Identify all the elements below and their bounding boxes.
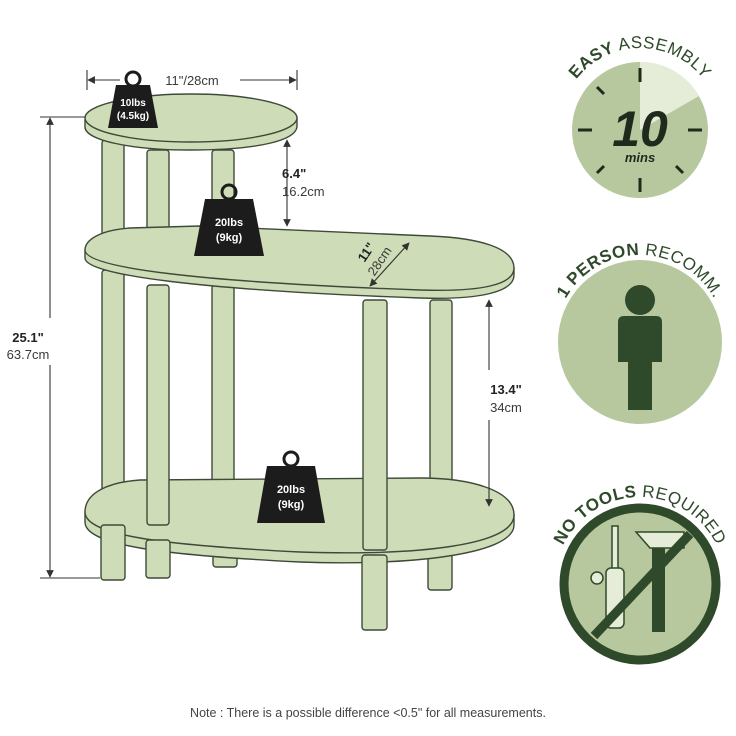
prohibited-slash-icon (590, 530, 694, 640)
weight-middle-kg: (9kg) (216, 232, 243, 244)
table-leg (101, 139, 125, 241)
table-leg (100, 524, 126, 581)
dim-lower-gap-in: 13.4" (490, 382, 521, 397)
person-icon (618, 285, 662, 410)
weight-bottom-kg: (9kg) (278, 499, 305, 511)
weight-icon: 20lbs (9kg) (194, 183, 264, 256)
table-leg (211, 284, 235, 491)
weight-middle-lbs: 20lbs (215, 217, 243, 229)
assembly-minutes: 10 (612, 101, 668, 157)
easy-assembly-badge: EASY ASSEMBLY 10 mins (565, 33, 715, 198)
weight-top-kg: (4.5kg) (117, 111, 149, 122)
weight-icon: 10lbs (4.5kg) (108, 70, 158, 128)
no-tools-badge: NO TOOLS REQUIRED (550, 482, 730, 665)
clock-icon (578, 68, 702, 192)
dim-top-width: 11"/28cm (165, 73, 219, 88)
table-leg (146, 284, 170, 526)
weight-icon: 20lbs (9kg) (257, 450, 325, 523)
table-leg (101, 269, 125, 501)
one-person-badge: 1 PERSON RECOMM. (553, 240, 727, 424)
table-leg (362, 299, 388, 551)
clock-elapsed-wedge (640, 61, 699, 130)
table-leg (361, 554, 388, 631)
dim-lower-gap-cm: 34cm (490, 400, 522, 415)
dim-upper-gap-cm: 16.2cm (282, 184, 325, 199)
dimension-lines (40, 70, 493, 579)
measurement-note: Note : There is a possible difference <0… (190, 706, 546, 720)
table-leg (145, 539, 171, 579)
assembly-unit: mins (625, 150, 655, 165)
dim-upper-gap-in: 6.4" (282, 166, 306, 181)
dim-height-in: 25.1" (12, 330, 43, 345)
weight-bottom-lbs: 20lbs (277, 484, 305, 496)
dim-height-cm: 63.7cm (7, 347, 50, 362)
weight-top-lbs: 10lbs (120, 98, 146, 109)
